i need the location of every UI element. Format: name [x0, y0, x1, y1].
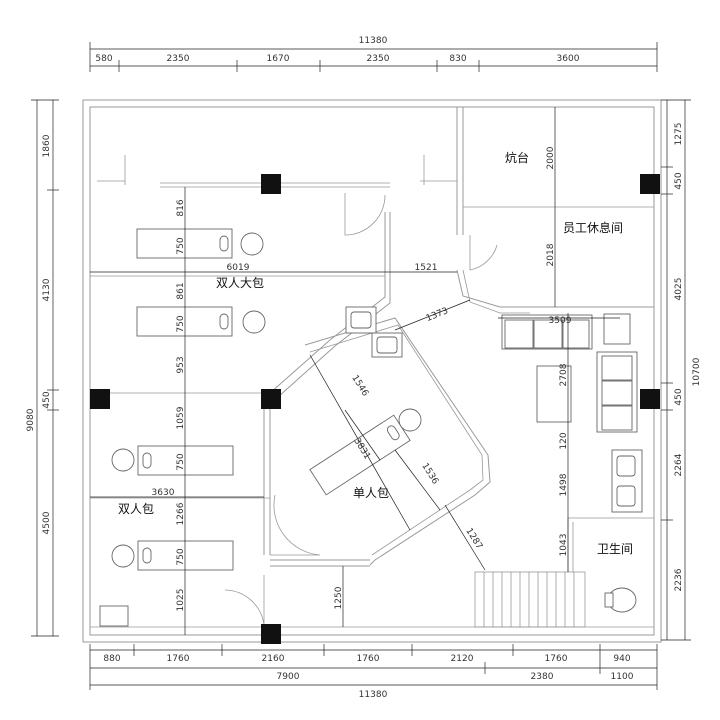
dim-inner: 750	[176, 315, 186, 332]
dimension-lines	[31, 42, 691, 690]
interior-walls	[90, 107, 654, 628]
dim-bottom: 1760	[545, 654, 568, 664]
side-table	[603, 313, 631, 345]
dim-bottom: 1760	[357, 654, 380, 664]
dim-left: 4500	[42, 511, 52, 534]
dim-right: 4025	[674, 278, 684, 301]
dim-top-total: 11380	[359, 36, 388, 46]
room-labels: 炕台 员工休息间 双人大包 双人包 单人包 卫生间	[118, 150, 633, 556]
room-label-double-large: 双人大包	[216, 276, 264, 290]
dim-bottom: 940	[613, 654, 630, 664]
dim-bottom: 1100	[611, 672, 634, 682]
room-label-single: 单人包	[353, 486, 389, 500]
dim-inner: 1546	[349, 374, 370, 399]
dim-left: 450	[42, 391, 52, 408]
dim-right: 2236	[674, 568, 684, 591]
dim-inner: 953	[176, 356, 186, 373]
dim-inner: 6019	[227, 263, 250, 273]
furniture	[99, 228, 643, 627]
dim-bottom: 7900	[277, 672, 300, 682]
dim-inner: 2708	[559, 363, 569, 386]
dim-left: 1860	[42, 134, 52, 157]
column	[261, 389, 281, 409]
sink	[99, 605, 129, 627]
column	[261, 624, 281, 644]
dim-bottom: 2380	[531, 672, 554, 682]
dim-inner: 750	[176, 453, 186, 470]
columns	[90, 174, 660, 644]
stairs	[474, 571, 586, 628]
dim-bottom: 2160	[262, 654, 285, 664]
dim-inner: 2000	[546, 146, 556, 169]
dim-top: 2350	[367, 54, 390, 64]
dim-inner: 1287	[463, 527, 484, 552]
dim-top: 830	[449, 54, 466, 64]
dim-inner: 1025	[176, 589, 186, 612]
dim-inner: 1266	[176, 502, 186, 525]
dim-right: 1275	[674, 123, 684, 146]
dim-inner: 1521	[415, 263, 438, 273]
massage-bed	[137, 445, 234, 476]
dim-inner: 1373	[425, 306, 450, 324]
dim-right: 450	[674, 172, 684, 189]
dim-left: 4130	[42, 278, 52, 301]
room-label-staff: 员工休息间	[563, 220, 623, 235]
dim-right: 450	[674, 388, 684, 405]
dim-top: 580	[95, 54, 112, 64]
dim-inner: 750	[176, 237, 186, 254]
dim-right: 2264	[674, 453, 684, 476]
dim-inner: 3509	[549, 316, 572, 326]
dim-inner: 1498	[559, 473, 569, 496]
room-label-double: 双人包	[118, 502, 154, 516]
dim-inner: 2018	[546, 243, 556, 266]
room-label-kang: 炕台	[505, 150, 529, 165]
dim-top: 2350	[167, 54, 190, 64]
dim-inner: 1059	[176, 406, 186, 429]
room-label-wc: 卫生间	[597, 542, 633, 556]
dim-inner: 816	[176, 199, 186, 216]
dim-right-total: 10700	[692, 357, 702, 386]
outer-walls	[82, 99, 662, 643]
dim-bottom: 1760	[167, 654, 190, 664]
dim-inner: 750	[176, 548, 186, 565]
coffee-table	[536, 365, 572, 423]
dim-bottom: 880	[103, 654, 120, 664]
dim-inner: 1536	[419, 462, 440, 487]
column	[90, 389, 110, 409]
massage-bed	[136, 228, 233, 259]
dim-inner: 120	[559, 432, 569, 449]
column	[640, 389, 660, 409]
dim-inner: 861	[176, 282, 186, 299]
dim-inner: 1250	[334, 586, 344, 609]
dim-bottom-total: 11380	[359, 690, 388, 700]
dim-bottom: 2120	[451, 654, 474, 664]
massage-bed	[137, 540, 234, 571]
dim-top: 3600	[557, 54, 580, 64]
dim-inner: 3630	[152, 488, 175, 498]
massage-bed	[136, 306, 233, 337]
dim-top: 1670	[267, 54, 290, 64]
dim-left-outer: 9080	[26, 408, 36, 431]
column	[261, 174, 281, 194]
column	[640, 174, 660, 194]
dim-inner: 1043	[559, 534, 569, 557]
doors	[224, 193, 498, 626]
